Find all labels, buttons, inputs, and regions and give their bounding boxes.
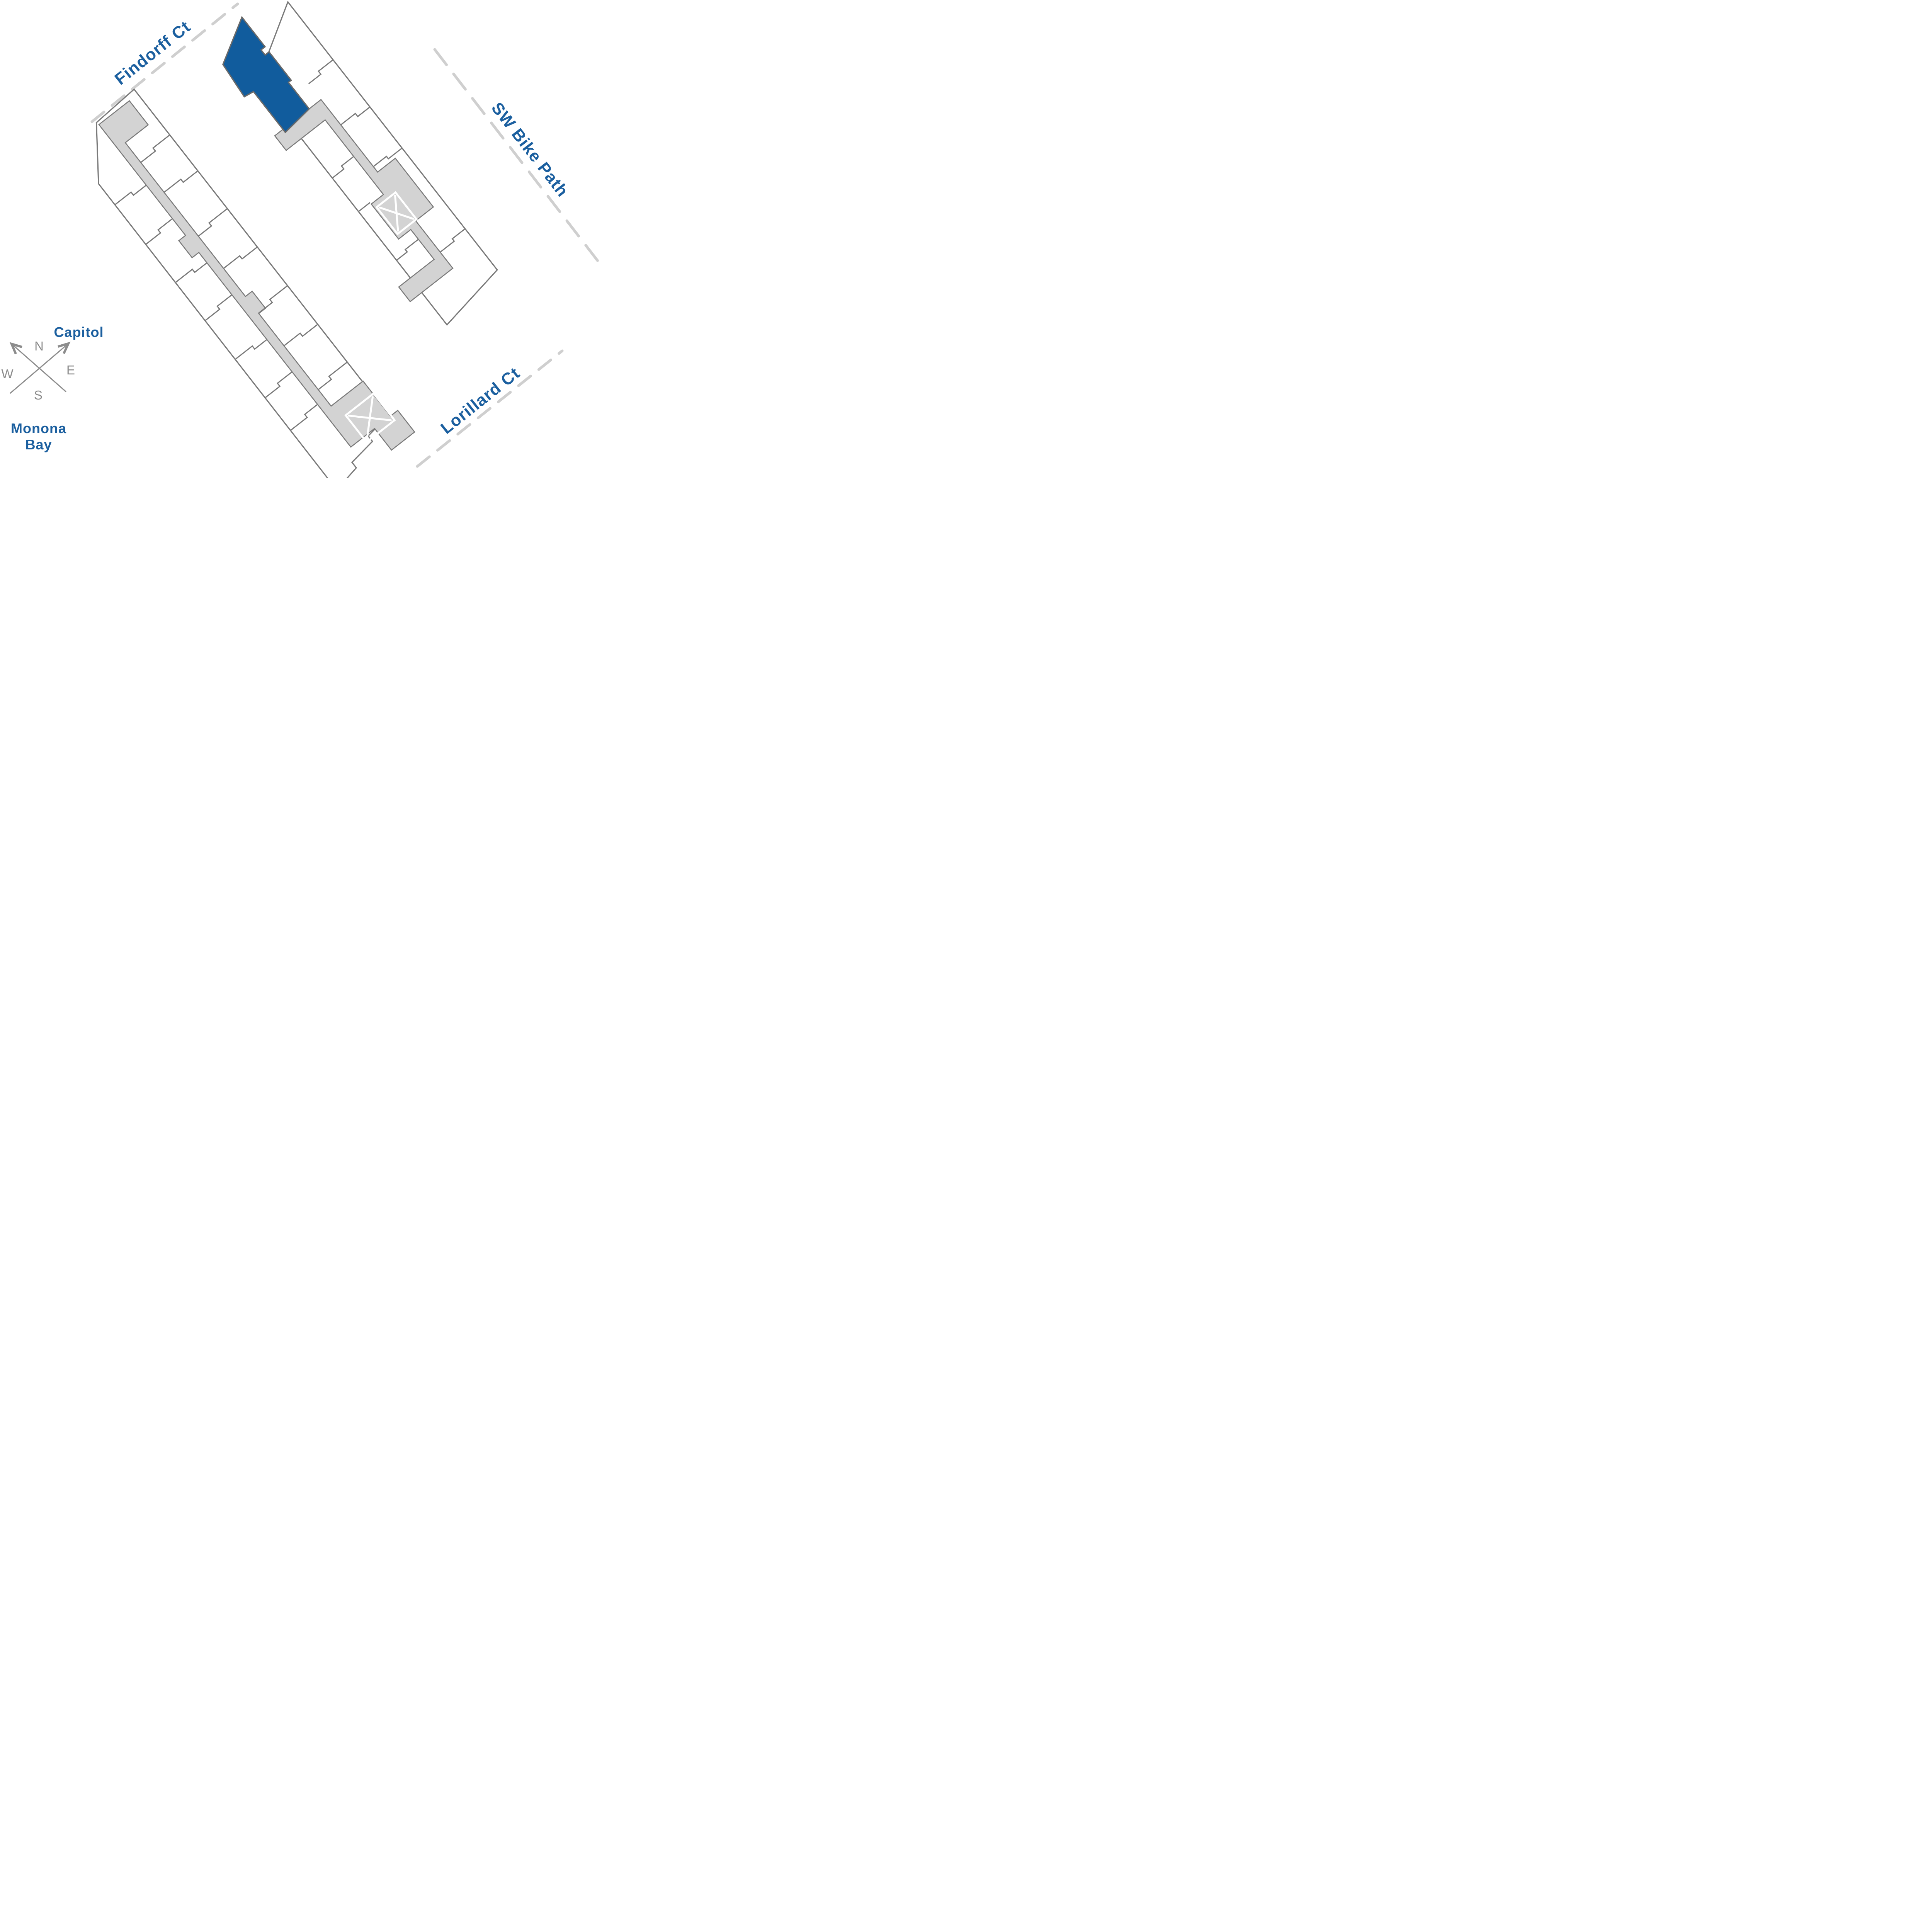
unit-divider [198,208,228,237]
compass-east-label: E [66,363,75,377]
unit-divider [145,218,173,245]
capitol-label: Capitol [54,324,104,340]
unit-divider [396,239,419,261]
unit-divider [308,59,333,84]
south-building-corridor [98,100,415,451]
south-building [95,88,415,478]
unit-divider [258,285,288,314]
unit-divider [340,106,371,126]
site-plan-page: Findorff Ct SW Bike Path Lorillard Ct N … [0,0,606,478]
north-building [205,0,498,326]
unit-divider [358,202,371,212]
monona-bay-line1: Monona [11,420,66,436]
findorff-ct-label: Findorff Ct [111,17,194,89]
unit-divider [284,324,318,347]
lorillard-ct-label: Lorillard Ct [437,364,524,438]
elevator-icon [375,191,418,236]
unit-divider [332,156,354,179]
findorff-ct-street-line [90,2,239,123]
site-plan-canvas: Findorff Ct SW Bike Path Lorillard Ct N … [1,0,604,478]
unit-divider [163,170,198,193]
north-building-unit-dividers [308,59,466,261]
south-building-unit-dividers [114,134,348,431]
south-building-elevator [344,392,396,444]
unit-divider [174,262,207,284]
unit-divider [373,148,403,167]
unit-divider [440,228,466,253]
unit-divider [318,361,348,390]
north-building-elevator [375,191,418,236]
compass: N E S W [1,339,75,402]
monona-bay-label: Monona Bay [11,420,66,452]
compass-south-label: S [34,388,43,402]
unit-divider [114,185,147,206]
unit-divider [223,247,258,269]
unit-divider [140,134,170,163]
compass-nw-arrowhead-icon [9,342,22,355]
sw-bike-path-street-line [433,48,604,269]
elevator-x-icon [348,415,392,422]
highlighted-unit[interactable] [205,16,314,139]
unit-divider [204,294,233,321]
compass-west-label: W [1,367,14,381]
compass-nw-arrow [11,343,66,393]
elevator-icon [344,392,396,444]
compass-north-label: N [34,339,44,353]
sw-bike-path-label: SW Bike Path [488,99,572,201]
north-building-corridor [274,99,454,303]
unit-divider [289,404,318,431]
compass-ne-arrowhead-icon [58,342,71,354]
unit-divider [235,339,267,360]
lorillard-ct-street-line [416,349,564,468]
unit-divider [264,371,293,399]
elevator-x-icon [379,206,414,220]
monona-bay-line2: Bay [25,437,52,452]
